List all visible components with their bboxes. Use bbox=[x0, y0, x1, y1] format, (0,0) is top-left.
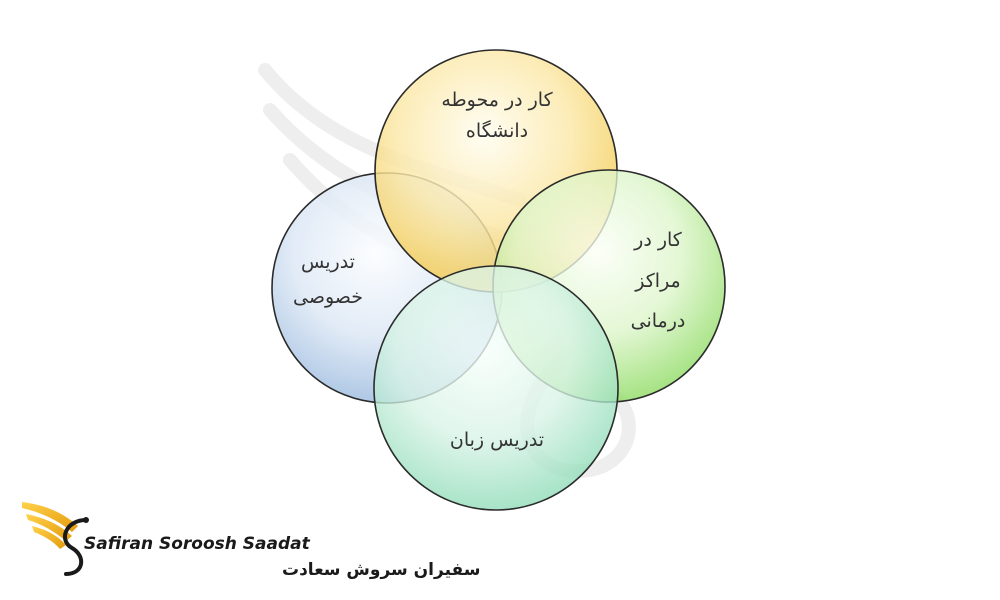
label-campus-line1: کار در محوطه bbox=[441, 89, 553, 111]
label-private-line1: تدریس bbox=[301, 251, 355, 273]
label-clinic-line3: درمانی bbox=[631, 310, 686, 332]
wing-icon bbox=[22, 502, 89, 576]
brand-logo: Safiran Soroosh Saadat سفیران سروش سعادت bbox=[22, 502, 480, 580]
label-campus-line2: دانشگاه bbox=[466, 119, 528, 142]
brand-name-en: Safiran Soroosh Saadat bbox=[84, 534, 311, 554]
label-clinic-line1: کار در bbox=[633, 229, 683, 251]
label-clinic-line2: مراکز bbox=[634, 270, 680, 292]
label-language-line1: تدریس زبان bbox=[450, 429, 544, 451]
circle-language bbox=[373, 265, 619, 511]
label-private-line2: خصوصی bbox=[293, 286, 363, 308]
brand-name-fa: سفیران سروش سعادت bbox=[282, 560, 480, 580]
